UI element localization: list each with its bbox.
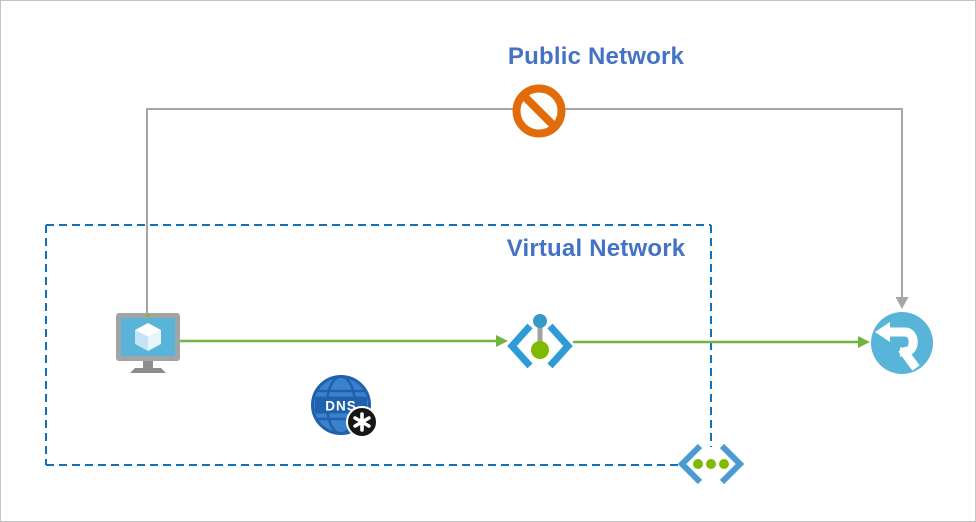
virtual-network-icon (677, 443, 745, 485)
virtual-network-boundary (45, 224, 712, 466)
endpoint-to-relay-arrowhead (858, 336, 870, 348)
relay-icon (871, 312, 933, 374)
prohibition-icon (512, 84, 566, 138)
vm-to-endpoint-arrowhead (496, 335, 508, 347)
public-network-line (146, 108, 903, 314)
public-network-label: Public Network (507, 43, 685, 70)
dns-badge-label: DNS (325, 399, 357, 414)
private-endpoint-icon (507, 314, 573, 369)
virtual-network-label: Virtual Network (506, 235, 686, 262)
azure-vm-icon (116, 313, 180, 373)
public-network-arrowhead (895, 297, 909, 309)
dns-asterisk-icon: DNS (311, 375, 378, 438)
asterisk-glyph (353, 412, 371, 432)
